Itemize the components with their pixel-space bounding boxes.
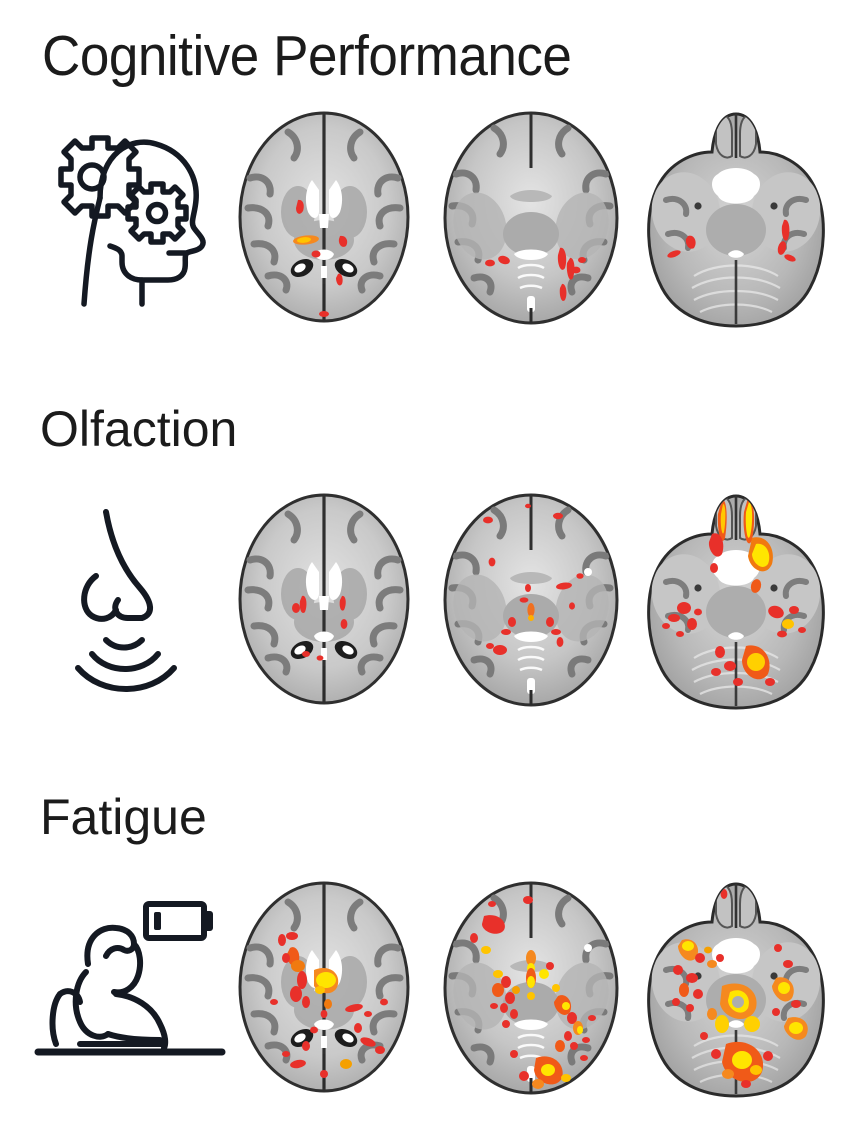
brain-slice-olfaction-1 — [228, 490, 420, 708]
row-olfaction: Olfaction — [0, 390, 850, 780]
row-cognitive-performance: Cognitive Performance — [0, 0, 850, 390]
row-fatigue: Fatigue — [0, 780, 850, 1132]
brain-slice-cognitive-3 — [638, 108, 834, 330]
row-title-fatigue: Fatigue — [40, 789, 207, 845]
brain-slice-olfaction-2 — [432, 490, 630, 710]
brain-slice-fatigue-3 — [638, 878, 834, 1100]
row-title-cognitive-performance: Cognitive Performance — [42, 24, 572, 88]
head-with-gears-icon — [38, 118, 230, 308]
row-title-olfaction: Olfaction — [40, 401, 238, 457]
brain-slice-cognitive-2 — [432, 108, 630, 328]
brain-slice-fatigue-1 — [228, 878, 420, 1096]
tired-person-with-low-battery-icon — [30, 888, 230, 1068]
brain-slice-cognitive-1 — [228, 108, 420, 326]
nose-with-scent-waves-icon — [58, 500, 228, 692]
brain-slice-fatigue-2 — [432, 878, 630, 1098]
brain-slice-olfaction-3 — [638, 490, 834, 712]
